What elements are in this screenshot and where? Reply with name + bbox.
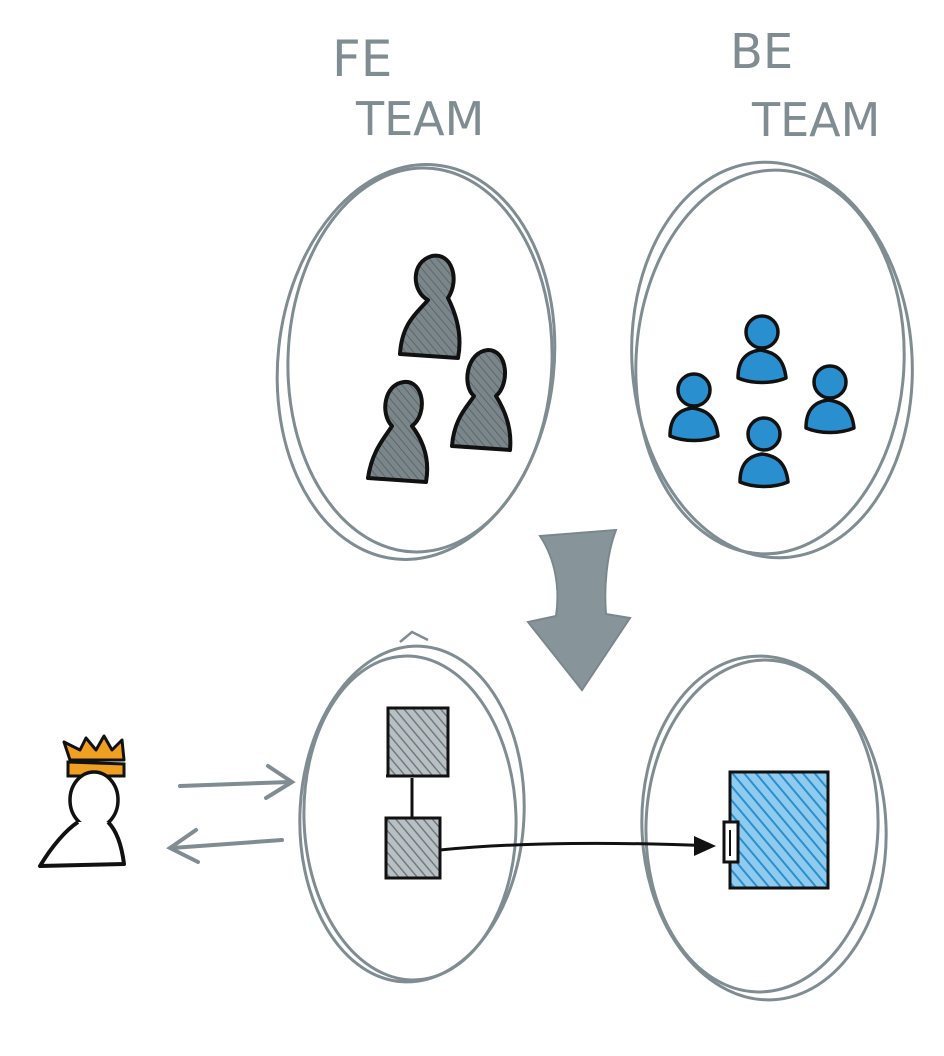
fe-member-pawn	[450, 348, 513, 452]
fe-team-label: FE TEAM	[332, 30, 484, 146]
fe-label-line1: FE	[332, 30, 392, 88]
be-member-person	[668, 372, 720, 443]
be-label-line1: BE	[730, 24, 793, 80]
be-member-person	[736, 314, 788, 385]
transition-arrow	[526, 528, 632, 692]
fe-member-pawn	[398, 253, 462, 360]
request-arrow	[178, 764, 296, 800]
user-figure	[38, 734, 126, 868]
fe-service-boundary	[298, 630, 526, 984]
be-team-group	[630, 160, 914, 560]
fe-label-line2: TEAM	[355, 92, 484, 146]
api-call-arrow	[439, 836, 716, 856]
fe-team-group	[275, 163, 557, 561]
frontend-component-top	[386, 706, 450, 778]
backend-service-box	[722, 770, 830, 890]
fe-member-pawn	[366, 380, 430, 484]
be-member-person	[738, 416, 790, 489]
be-team-label: BE TEAM	[730, 24, 880, 147]
crown-icon	[62, 734, 126, 778]
response-arrow	[166, 828, 284, 864]
be-service-boundary	[640, 654, 888, 1002]
frontend-component-bottom	[384, 816, 442, 880]
be-member-person	[804, 364, 856, 435]
be-label-line2: TEAM	[751, 93, 880, 147]
